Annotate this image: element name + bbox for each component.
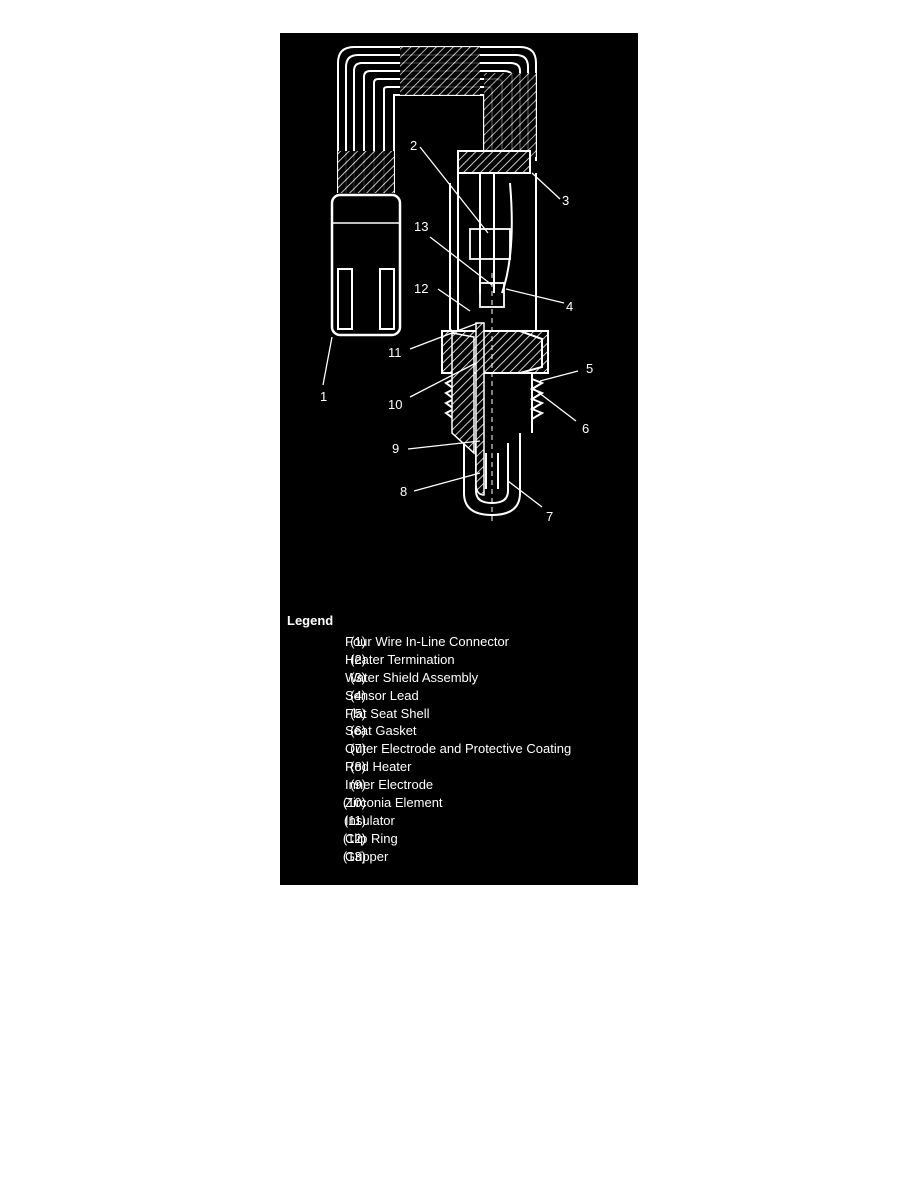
legend-item-number: (2) [350, 651, 366, 667]
callout-10: 10 [388, 397, 402, 412]
legend-item: (2)Heater Termination [287, 651, 632, 669]
callout-5: 5 [586, 361, 593, 376]
legend-item-label: Inner Electrode [345, 777, 434, 793]
legend-item-number: (3) [350, 669, 366, 685]
legend-item-number: (6) [350, 723, 366, 739]
legend-item: (5)Flat Seat Shell [287, 705, 632, 723]
legend-item-number: (7) [350, 741, 366, 757]
legend-item: (1)Four Wire In-Line Connector [287, 633, 632, 651]
legend-item-label: Water Shield Assembly [345, 669, 479, 685]
legend-item-number: (13) [342, 848, 366, 864]
legend-item: (13)Gripper [287, 848, 632, 866]
legend-item-label: Heater Termination [345, 651, 455, 667]
four-wire-connector [330, 193, 402, 337]
legend-item-number: (1) [350, 634, 366, 649]
callout-2: 2 [410, 138, 417, 153]
legend-item-number: (4) [350, 687, 366, 703]
oxygen-sensor-diagram: 1 2 3 13 4 12 11 5 10 6 9 8 7 [320, 46, 593, 525]
wire-hatching [338, 47, 536, 193]
callout-3: 3 [562, 193, 569, 208]
legend-item-label: Rod Heater [345, 759, 412, 775]
legend-item-label: Gripper [345, 848, 389, 864]
legend-item-label: Four Wire In-Line Connector [345, 634, 510, 649]
legend-item-label: Flat Seat Shell [345, 705, 430, 721]
legend-item: (10)Zirconia Element [287, 794, 632, 812]
legend-item-label: Outer Electrode and Protective Coating [345, 741, 572, 757]
legend-item: (8)Rod Heater [287, 758, 632, 776]
legend-item-number: (11) [343, 812, 366, 828]
legend-item: (12)Clip Ring [287, 830, 632, 848]
legend-item-label: Insulator [345, 812, 395, 828]
legend-item: (9)Inner Electrode [287, 776, 632, 794]
legend-item-number: (9) [350, 777, 366, 793]
legend-item: (7)Outer Electrode and Protective Coatin… [287, 740, 632, 758]
callout-12: 12 [414, 281, 428, 296]
callout-13: 13 [414, 219, 428, 234]
legend-item: (6)Seat Gasket [287, 722, 632, 740]
callout-11: 11 [388, 345, 402, 360]
callout-labels: 1 2 3 13 4 12 11 5 10 6 9 8 7 [320, 138, 593, 524]
callout-9: 9 [392, 441, 399, 456]
callout-8: 8 [400, 484, 407, 499]
callout-6: 6 [582, 421, 589, 436]
legend-item-label: Seat Gasket [345, 723, 417, 739]
legend-item-number: (5) [350, 705, 366, 721]
leader-lines [322, 146, 579, 508]
figure-panel: 1 2 3 13 4 12 11 5 10 6 9 8 7 Legend (1)… [280, 33, 638, 885]
legend-list: (1)Four Wire In-Line Connector (2)Heater… [287, 633, 632, 866]
callout-7: 7 [546, 509, 553, 524]
legend-item-label: Zirconia Element [345, 795, 443, 811]
sensor-body [441, 150, 549, 525]
legend-title: Legend [287, 613, 334, 628]
legend-item-label: Sensor Lead [345, 687, 419, 703]
legend-item: (4)Sensor Lead [287, 687, 632, 705]
legend-item-number: (10) [342, 795, 366, 811]
callout-1: 1 [320, 389, 327, 404]
legend-item-number: (8) [350, 759, 366, 775]
legend: Legend (1)Four Wire In-Line Connector (2… [287, 613, 632, 866]
callout-4: 4 [566, 299, 573, 314]
legend-item-label: Clip Ring [345, 830, 398, 846]
legend-item: (11)Insulator [287, 812, 632, 830]
legend-item: (3)Water Shield Assembly [287, 669, 632, 687]
legend-item-number: (12) [342, 830, 366, 846]
